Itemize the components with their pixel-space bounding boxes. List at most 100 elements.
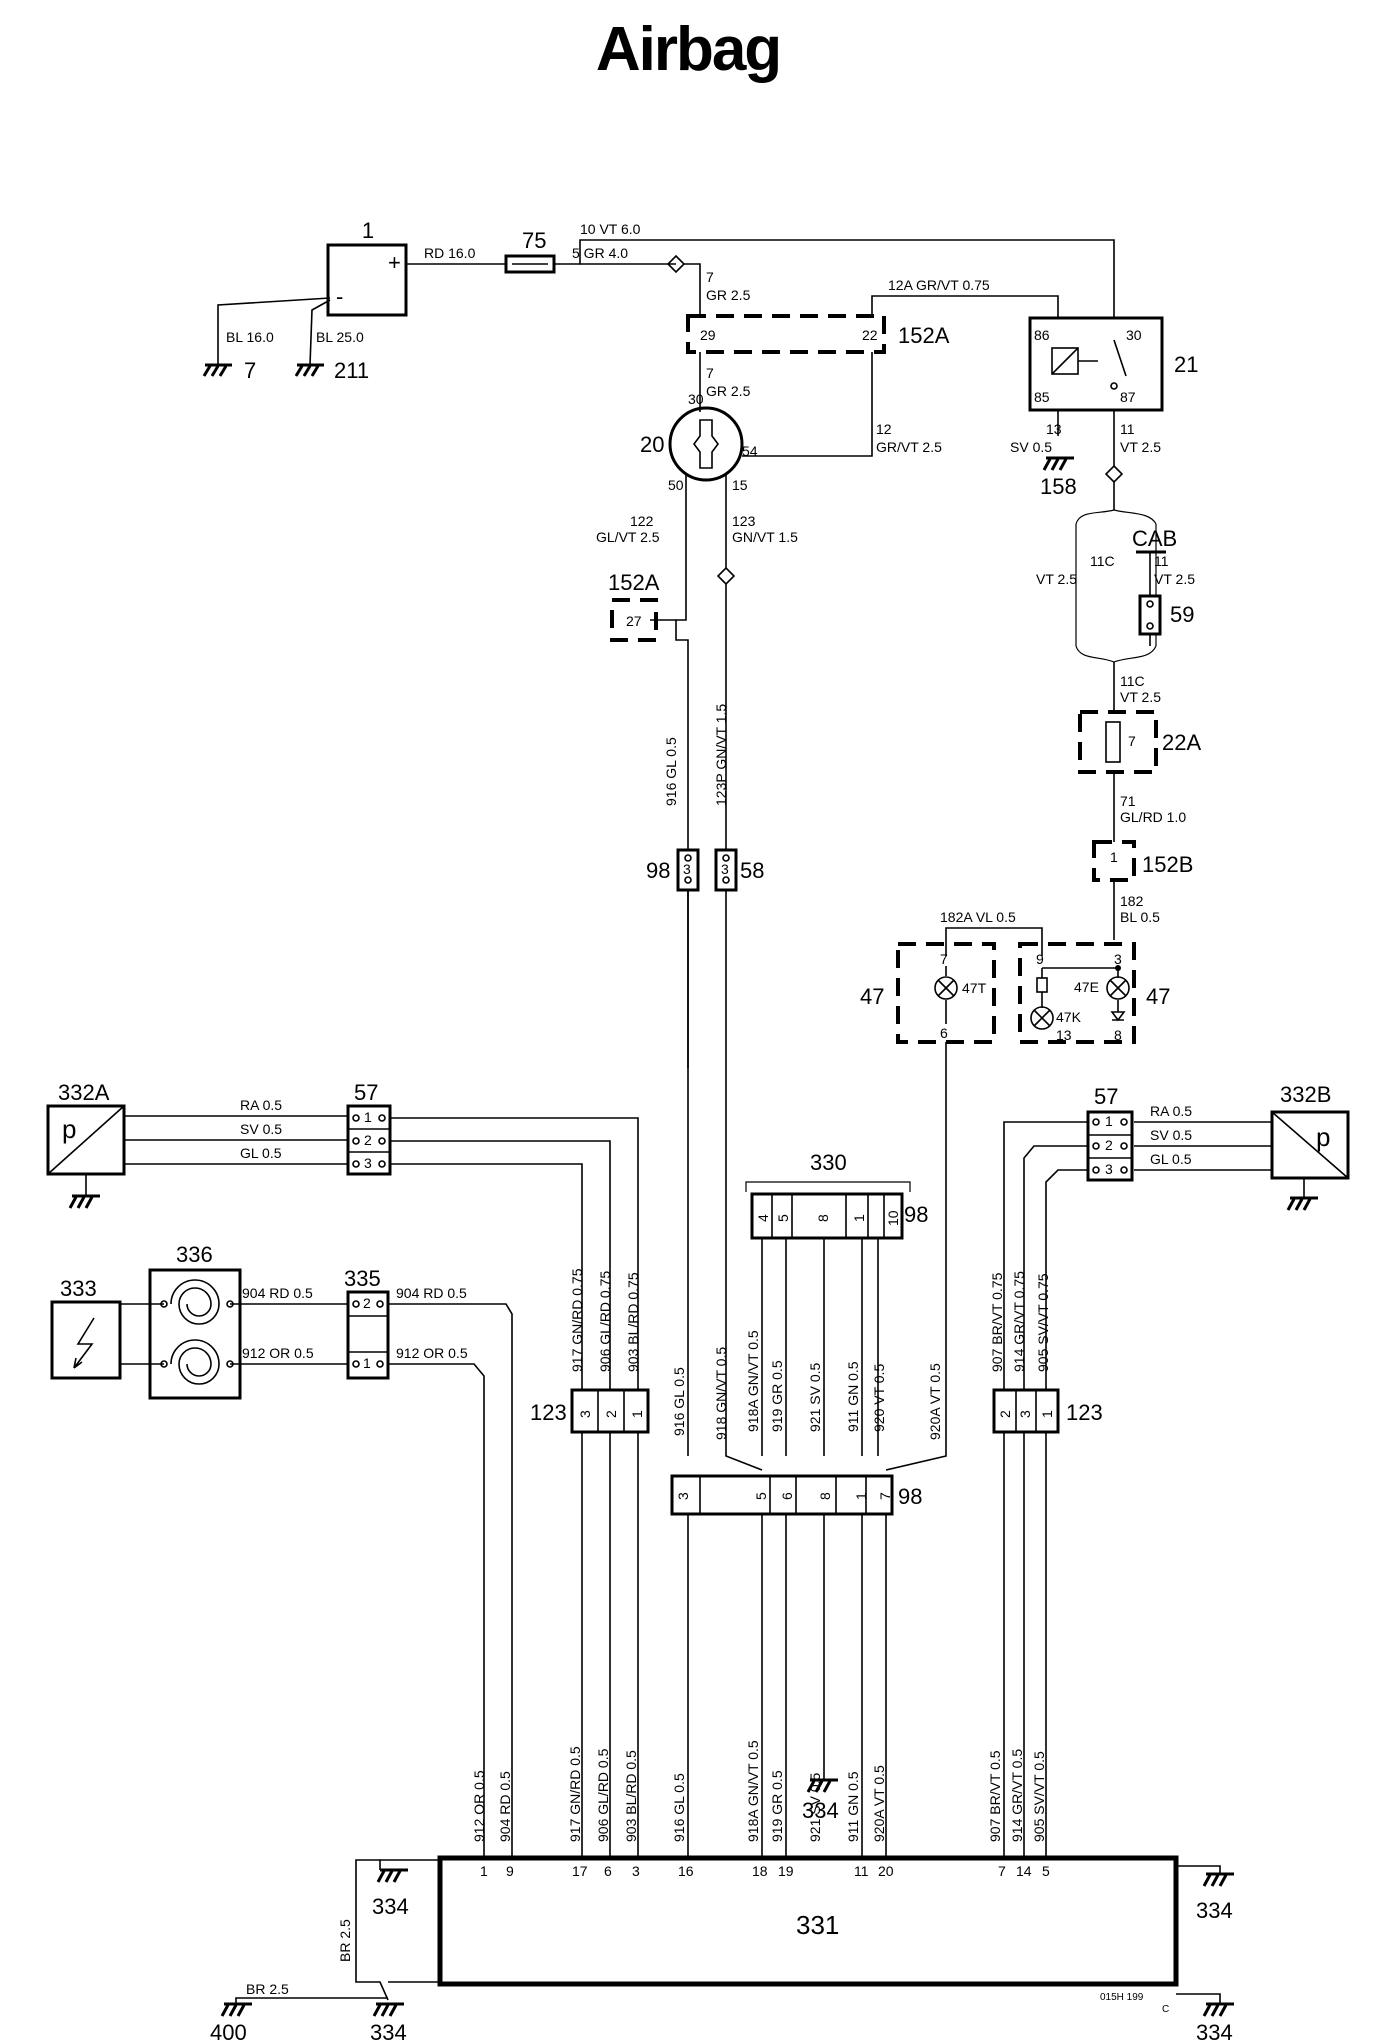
svg-text:27: 27 (626, 613, 642, 629)
svg-text:918A GN/VT 0.5: 918A GN/VT 0.5 (745, 1330, 761, 1432)
svg-text:GL 0.5: GL 0.5 (240, 1145, 282, 1161)
connector-152a (686, 314, 886, 354)
svg-text:122: 122 (630, 513, 654, 529)
svg-text:123: 123 (732, 513, 756, 529)
svg-text:8: 8 (1114, 1027, 1122, 1043)
svg-text:332B: 332B (1280, 1082, 1331, 1107)
svg-text:1: 1 (364, 1109, 372, 1125)
svg-text:47K: 47K (1056, 1009, 1082, 1025)
svg-text:336: 336 (176, 1242, 213, 1267)
svg-text:16: 16 (678, 1863, 694, 1879)
key-icon (693, 419, 719, 469)
svg-text:8: 8 (817, 1492, 833, 1500)
svg-text:905 SV/VT 0.75: 905 SV/VT 0.75 (1035, 1273, 1051, 1372)
wire-label: BL 25.0 (316, 329, 364, 345)
svg-text:903 BL/RD 0.75: 903 BL/RD 0.75 (625, 1272, 641, 1372)
svg-text:123P GN/VT 1.5: 123P GN/VT 1.5 (713, 704, 729, 806)
svg-text:906 GL/RD 0.75: 906 GL/RD 0.75 (597, 1271, 613, 1372)
ground-icon (806, 1778, 838, 1793)
svg-text:GL 0.5: GL 0.5 (1150, 1151, 1192, 1167)
svg-text:1: 1 (1039, 1410, 1055, 1418)
ignition-switch (668, 406, 744, 482)
svg-text:12A GR/VT 0.75: 12A GR/VT 0.75 (888, 277, 990, 293)
cab-label: CAB (1132, 526, 1177, 551)
bulb-icon (934, 976, 958, 1000)
splice-diamond (1104, 464, 1124, 484)
wire-label: BL 16.0 (226, 329, 274, 345)
svg-text:1: 1 (363, 1355, 371, 1371)
wire-bl16 (217, 297, 331, 365)
battery-label: 1 (362, 218, 374, 243)
svg-text:5: 5 (775, 1214, 791, 1222)
svg-text:22A: 22A (1162, 730, 1201, 755)
svg-text:SV 0.5: SV 0.5 (240, 1121, 282, 1137)
svg-text:7: 7 (998, 1863, 1006, 1879)
svg-text:30: 30 (1126, 327, 1142, 343)
svg-text:916 GL 0.5: 916 GL 0.5 (671, 1367, 687, 1436)
svg-text:13: 13 (1056, 1027, 1072, 1043)
svg-text:RA 0.5: RA 0.5 (1150, 1103, 1192, 1119)
svg-text:907 BR/VT 0.75: 907 BR/VT 0.75 (989, 1272, 1005, 1372)
svg-text:BR 2.5: BR 2.5 (246, 1981, 289, 1997)
svg-text:914 GR/VT 0.5: 914 GR/VT 0.5 (1009, 1749, 1025, 1842)
svg-text:87: 87 (1120, 389, 1136, 405)
ground-icon (1202, 2002, 1234, 2017)
ground-icon (376, 1868, 408, 1883)
svg-text:920 VT 0.5: 920 VT 0.5 (871, 1364, 887, 1432)
svg-text:3: 3 (683, 861, 691, 877)
fuse-75-label: 75 (522, 228, 546, 253)
clock-spring-336 (148, 1268, 242, 1400)
ground-icon (68, 1194, 100, 1209)
svg-text:914 GR/VT 0.75: 914 GR/VT 0.75 (1011, 1271, 1027, 1372)
svg-text:GL/VT 2.5: GL/VT 2.5 (596, 529, 660, 545)
svg-text:8: 8 (815, 1214, 831, 1222)
svg-text:VT 2.5: VT 2.5 (1120, 439, 1161, 455)
svg-text:71: 71 (1120, 793, 1136, 809)
svg-text:334: 334 (1196, 2020, 1233, 2044)
svg-text:3: 3 (1017, 1410, 1033, 1418)
svg-text:912 OR 0.5: 912 OR 0.5 (396, 1345, 468, 1361)
spiral-icon (170, 1339, 220, 1385)
svg-text:1: 1 (851, 1214, 867, 1222)
svg-text:1: 1 (1110, 849, 1118, 865)
svg-text:C: C (1162, 2004, 1169, 2015)
connector-123-right (992, 1388, 1060, 1434)
svg-text:2: 2 (997, 1410, 1013, 1418)
svg-text:5: 5 (753, 1492, 769, 1500)
svg-text:18: 18 (752, 1863, 768, 1879)
svg-text:332A: 332A (58, 1080, 110, 1105)
svg-text:p: p (62, 1114, 76, 1144)
bulb-icon (1030, 1006, 1054, 1030)
svg-text:85: 85 (1034, 389, 1050, 405)
connector-57-right (1086, 1110, 1134, 1182)
svg-text:57: 57 (354, 1080, 378, 1105)
spiral-icon (170, 1279, 220, 1325)
wire-label: RD 16.0 (424, 245, 476, 261)
ground-icon (294, 363, 324, 377)
connector-98-bottom (670, 1474, 894, 1516)
svg-text:916 GL 0.5: 916 GL 0.5 (663, 737, 679, 806)
svg-text:333: 333 (60, 1276, 97, 1301)
ignition-switch-label: 20 (640, 432, 664, 457)
svg-text:335: 335 (344, 1266, 381, 1291)
ground-7-label: 7 (244, 358, 256, 383)
airbag-control-unit-331 (437, 1855, 1179, 1987)
wire-w10 (554, 239, 1115, 318)
svg-text:123: 123 (1066, 1400, 1103, 1425)
svg-text:11: 11 (1120, 421, 1135, 437)
svg-text:1: 1 (853, 1492, 869, 1500)
lightning-icon (73, 1317, 95, 1369)
battery (326, 243, 408, 317)
svg-text:334: 334 (370, 2020, 407, 2044)
svg-text:158: 158 (1040, 474, 1077, 499)
svg-text:RA 0.5: RA 0.5 (240, 1097, 282, 1113)
svg-text:182: 182 (1120, 893, 1144, 909)
wire-label: 10 VT 6.0 (580, 221, 641, 237)
svg-text:921 SV 0.5: 921 SV 0.5 (807, 1363, 823, 1432)
svg-text:904 RD 0.5: 904 RD 0.5 (396, 1285, 467, 1301)
fuse-22a (1078, 710, 1158, 774)
svg-text:3: 3 (364, 1155, 372, 1171)
svg-text:920A VT 0.5: 920A VT 0.5 (927, 1363, 943, 1440)
svg-text:918 GN/VT 0.5: 918 GN/VT 0.5 (713, 1347, 729, 1440)
svg-text:21: 21 (1174, 352, 1198, 377)
